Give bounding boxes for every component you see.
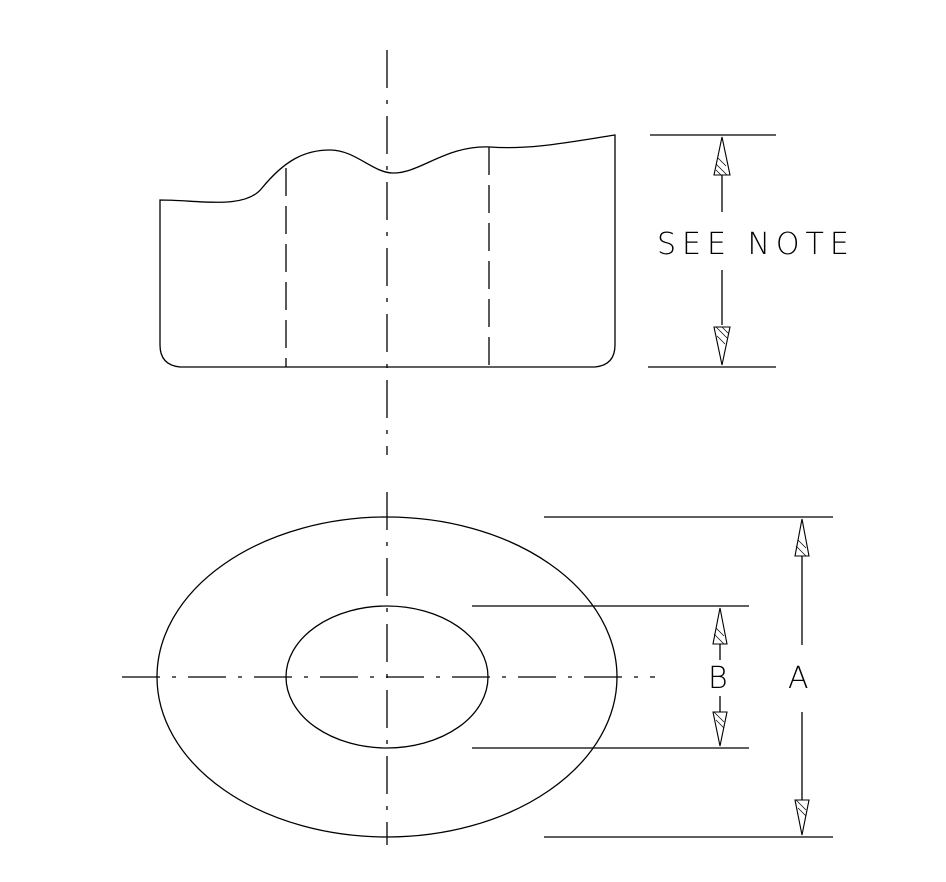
inner-diameter-dimension: B (472, 605, 749, 749)
height-dimension: SEE NOTE (648, 134, 855, 368)
arrowhead-up-icon (713, 136, 731, 176)
dimension-b-label: B (708, 661, 734, 696)
side-view (159, 50, 616, 455)
top-view (122, 492, 655, 845)
b-arrowhead-up-icon (712, 607, 728, 645)
see-note-label: SEE NOTE (657, 227, 855, 262)
outer-diameter-dimension: A (544, 516, 833, 838)
arrowhead-down-icon (713, 326, 731, 366)
b-arrowhead-down-icon (712, 711, 728, 747)
side-view-outline (159, 134, 616, 368)
dimension-a-label: A (788, 661, 815, 696)
a-arrowhead-up-icon (794, 518, 810, 557)
a-arrowhead-down-icon (794, 799, 810, 836)
